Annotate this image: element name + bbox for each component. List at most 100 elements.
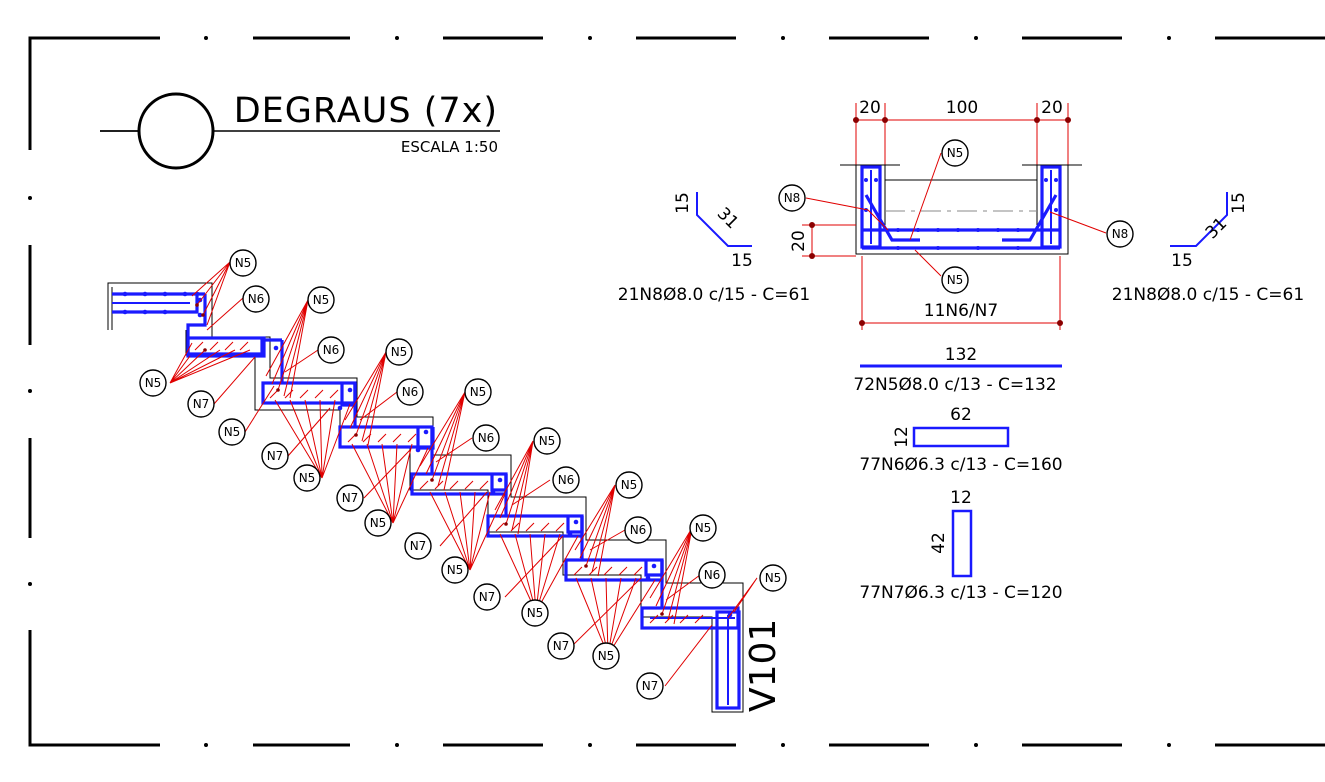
svg-text:N5: N5 [224,425,241,439]
svg-text:12: 12 [950,488,972,508]
tag-n5: N5 [218,418,246,446]
svg-text:N5: N5 [391,345,408,359]
tag-n5: N5 [139,369,167,397]
svg-text:N7: N7 [193,397,210,411]
svg-text:N6: N6 [248,292,265,306]
svg-text:N8: N8 [1112,227,1129,241]
svg-text:N7: N7 [642,679,659,693]
svg-text:N5: N5 [447,563,464,577]
tag-n5: N5 [229,249,257,277]
svg-text:N5: N5 [145,376,162,390]
leader-dots [195,303,664,616]
stirrup-marks [194,341,704,624]
svg-text:N7: N7 [267,449,284,463]
svg-text:N5: N5 [947,273,964,287]
tag-n5: N5 [615,471,643,499]
svg-text:N6: N6 [478,431,495,445]
svg-text:31: 31 [1202,214,1231,243]
svg-text:N6: N6 [704,568,721,582]
svg-text:N5: N5 [947,146,964,160]
svg-text:42: 42 [929,532,949,554]
section-leaders [805,152,1107,277]
tag-n7: N7 [473,583,501,611]
svg-text:N7: N7 [479,590,496,604]
tag-n5: N5 [441,556,469,584]
stair-outline-top [192,282,744,713]
step-rebar [186,292,741,710]
svg-text:N5: N5 [313,293,330,307]
svg-text:N5: N5 [235,256,252,270]
caption-n6: 77N6Ø6.3 c/13 - C=160 [859,455,1062,475]
tag-n6: N6 [317,336,345,364]
svg-text:62: 62 [950,405,972,425]
tag-n5: N5 [759,564,787,592]
dim-height: 20 [789,230,809,252]
tag-n8: N8 [778,184,806,212]
bar-n7: 12 42 77N7Ø6.3 c/13 - C=120 [859,488,1062,603]
drawing-title: DEGRAUS (7x) [234,91,498,131]
bar-dots [122,291,733,618]
tag-n5: N5 [464,378,492,406]
bottom-label: 11N6/N7 [924,301,998,321]
tag-n6: N6 [242,285,270,313]
beam-label: V101 [743,619,784,712]
svg-text:N6: N6 [402,385,419,399]
svg-text:N6: N6 [558,473,575,487]
bar-n8-left: 15 31 15 21N8Ø8.0 c/15 - C=61 [618,192,810,305]
tag-n5: N5 [941,139,969,167]
stair-outline-bottom [185,330,740,713]
section-dots [864,178,1058,250]
tag-n5: N5 [293,464,321,492]
tag-n7: N7 [261,442,289,470]
caption-n8-left: 21N8Ø8.0 c/15 - C=61 [618,285,810,305]
svg-text:N7: N7 [342,491,359,505]
tag-n6: N6 [624,516,652,544]
stair-section: N5 N6 N5 N7 N5 N5 N6 N7 N5 N5 N6 N7 N5 N… [107,249,787,713]
section-tags: N5 N5 N8 N8 [778,139,1134,294]
svg-text:12: 12 [892,426,912,448]
section-rebar [860,165,1062,250]
tag-n6: N6 [472,424,500,452]
tag-n5: N5 [385,338,413,366]
section-concrete [840,164,1082,255]
svg-text:N8: N8 [784,191,801,205]
svg-text:N5: N5 [695,521,712,535]
title-circle [137,92,215,170]
stair-tags: N5 N6 N5 N7 N5 N5 N6 N7 N5 N5 N6 N7 N5 N… [139,249,787,700]
svg-text:15: 15 [673,192,693,214]
svg-text:N5: N5 [470,385,487,399]
svg-text:N6: N6 [630,523,647,537]
tag-n5: N5 [307,286,335,314]
tag-n5: N5 [592,642,620,670]
height-dimension [802,224,856,257]
caption-n7: 77N7Ø6.3 c/13 - C=120 [859,583,1062,603]
tag-n8: N8 [1106,220,1134,248]
tag-n6: N6 [698,561,726,589]
tag-n5: N5 [521,599,549,627]
title-block: DEGRAUS (7x) ESCALA 1:50 [100,91,500,170]
tag-n6: N6 [552,466,580,494]
landing-slab [107,282,205,330]
dim-left: 20 [859,98,881,118]
dim-right: 20 [1041,98,1063,118]
tag-n7: N7 [636,672,664,700]
dim-mid: 100 [946,98,978,118]
tag-n5: N5 [533,427,561,455]
svg-text:N5: N5 [299,471,316,485]
svg-text:N5: N5 [527,606,544,620]
svg-text:N5: N5 [370,516,387,530]
svg-text:31: 31 [713,204,742,233]
drawing-scale: ESCALA 1:50 [401,138,498,156]
tag-n5: N5 [689,514,717,542]
svg-text:15: 15 [731,251,753,271]
bar-n8-right: 15 31 15 21N8Ø8.0 c/15 - C=61 [1112,192,1304,305]
tag-n7: N7 [336,484,364,512]
sheet-frame [28,36,1325,747]
svg-text:N6: N6 [323,343,340,357]
stair-leaders [169,261,758,687]
cross-section: 20 100 20 [778,98,1134,330]
svg-text:132: 132 [945,345,977,365]
bar-n5: 132 72N5Ø8.0 c/13 - C=132 [853,345,1062,395]
caption-n8-right: 21N8Ø8.0 c/15 - C=61 [1112,285,1304,305]
